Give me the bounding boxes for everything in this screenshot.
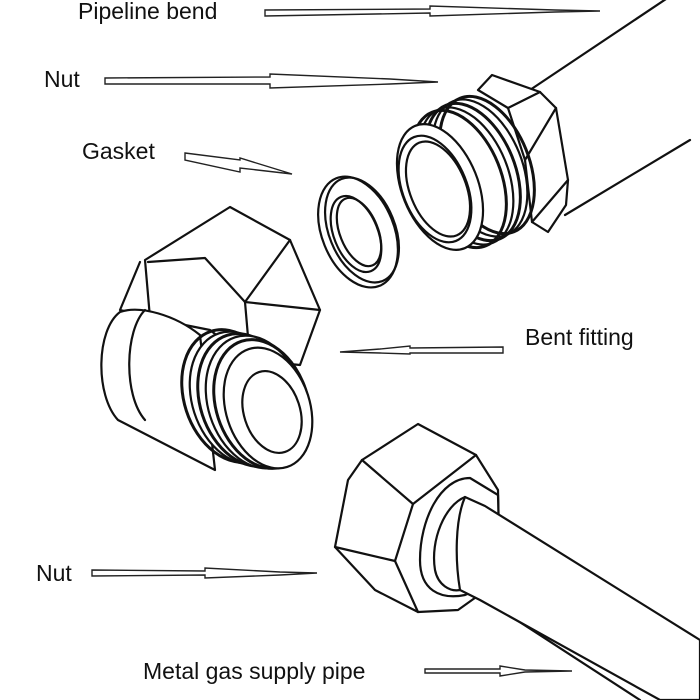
- label-metal-pipe: Metal gas supply pipe: [143, 658, 366, 684]
- label-nut-bottom: Nut: [36, 560, 72, 586]
- bottom-nut-part: [333, 422, 700, 700]
- label-bent-fitting: Bent fitting: [525, 324, 634, 350]
- leader-arrows: [91, 5, 601, 677]
- top-nut-part: [395, 73, 570, 251]
- pipeline-bend-part: [513, 0, 692, 217]
- arrow-bent-fitting: [339, 345, 504, 355]
- arrow-nut-top: [104, 73, 439, 89]
- bent-fitting-part: [100, 205, 322, 472]
- label-gasket: Gasket: [82, 138, 155, 164]
- arrow-gasket: [184, 152, 293, 175]
- arrow-nut-bottom: [91, 567, 318, 579]
- arrow-metal-pipe: [424, 665, 573, 677]
- arrow-pipeline-bend: [264, 5, 601, 17]
- label-pipeline-bend: Pipeline bend: [78, 0, 218, 24]
- gasket-part: [317, 175, 400, 289]
- label-nut-top: Nut: [44, 66, 80, 92]
